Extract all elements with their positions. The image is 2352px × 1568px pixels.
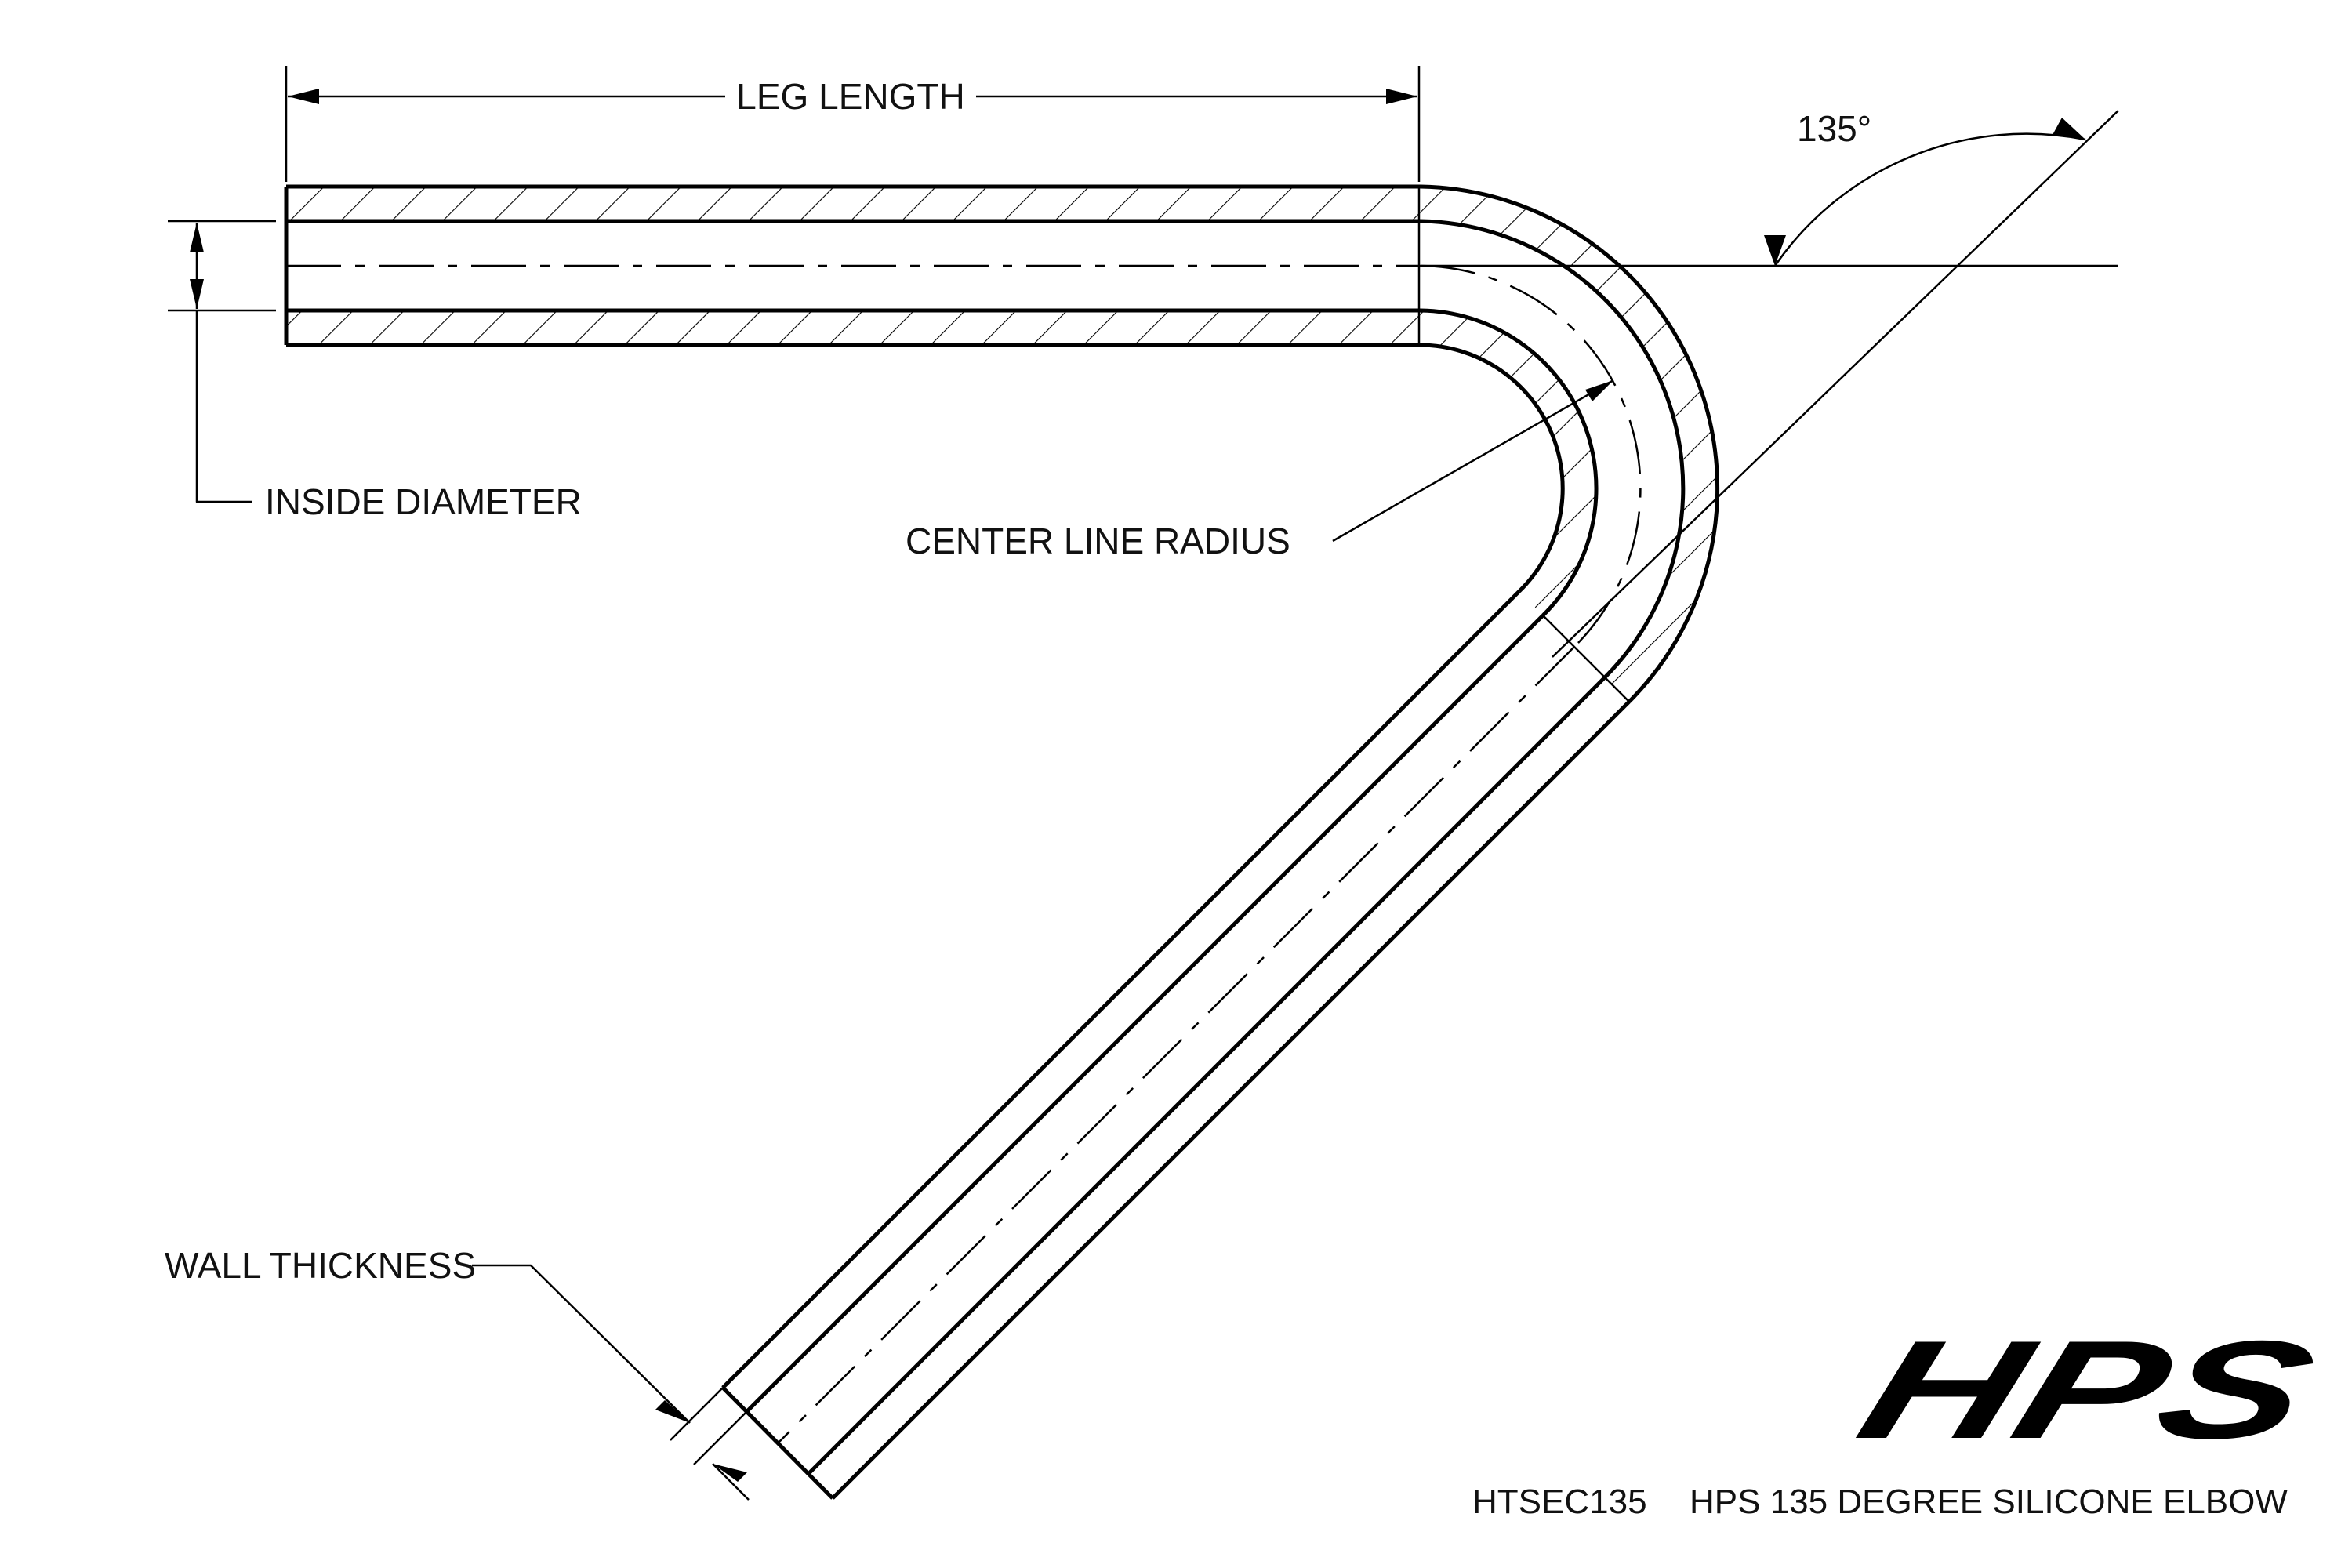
horizontal-leg — [284, 184, 1421, 347]
inner-wall-hatch — [1421, 310, 1597, 615]
inside-diameter-dimension: INSIDE DIAMETER — [168, 220, 582, 522]
angle-reference: 135° — [1421, 108, 2119, 658]
bottom-wall-hatch — [286, 310, 1421, 345]
part-description: HPS 135 DEGREE SILICONE ELBOW — [1690, 1483, 2288, 1521]
hps-logo-text: HPS — [1842, 1312, 2332, 1468]
wall-thickness-label: WALL THICKNESS — [165, 1245, 476, 1286]
caption: HTSEC135 HPS 135 DEGREE SILICONE ELBOW — [1472, 1483, 2288, 1521]
leg-length-label: LEG LENGTH — [736, 76, 964, 117]
top-wall-hatch — [286, 187, 1421, 221]
bend-section — [1420, 184, 1720, 703]
hps-logo: HPS — [1842, 1312, 2332, 1468]
wall-thickness-dimension: WALL THICKNESS — [165, 1245, 750, 1501]
leg-length-dimension: LEG LENGTH — [285, 66, 1421, 182]
center-line-radius-label: CENTER LINE RADIUS — [906, 521, 1290, 561]
outer-wall-hatch — [1421, 187, 1718, 702]
inside-diameter-label: INSIDE DIAMETER — [265, 481, 582, 522]
angle-label: 135° — [1797, 108, 1871, 149]
bend-centerline — [1420, 264, 1642, 648]
center-line-radius-leader: CENTER LINE RADIUS — [906, 379, 1614, 561]
angled-leg — [721, 590, 1631, 1500]
part-number: HTSEC135 — [1472, 1483, 1647, 1521]
